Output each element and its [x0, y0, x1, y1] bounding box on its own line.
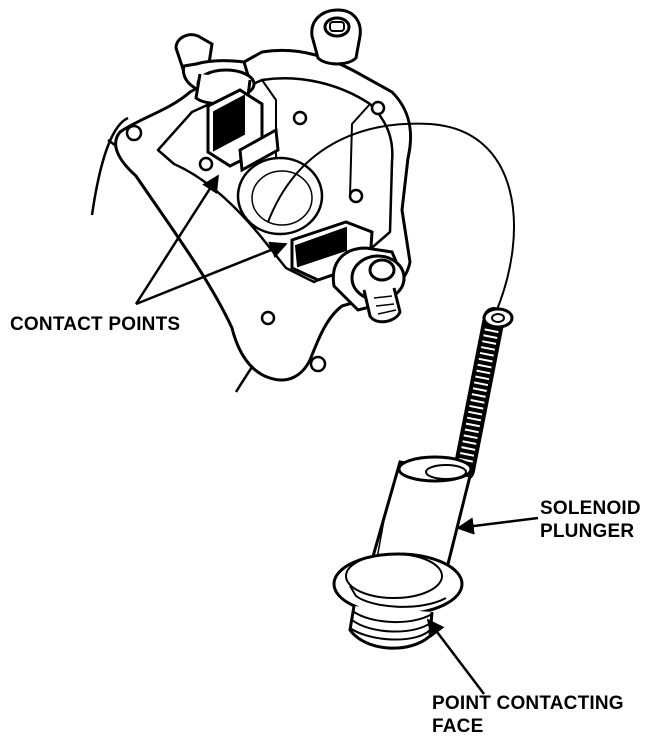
label-solenoid-line2: PLUNGER — [540, 521, 635, 542]
label-point-line1: POINT CONTACTING — [432, 693, 624, 714]
label-solenoid-line1: SOLENOID — [540, 498, 641, 519]
motor-terminal-stud — [331, 246, 406, 324]
top-terminal — [310, 8, 362, 66]
label-point-contacting-face: POINT CONTACTING FACE — [432, 692, 624, 738]
contact-point-upper — [206, 88, 280, 173]
curve-guide-line — [267, 122, 515, 313]
label-point-line2: FACE — [432, 716, 484, 737]
leader-point-face — [426, 618, 485, 695]
leader-solenoid-plunger — [456, 516, 539, 535]
mounting-holes — [125, 100, 386, 373]
leader-contact-upper — [134, 174, 220, 305]
label-contact-points-text: CONTACT POINTS — [10, 314, 181, 335]
leader-lines — [134, 174, 539, 695]
label-solenoid-plunger: SOLENOID PLUNGER — [540, 497, 641, 543]
label-contact-points: CONTACT POINTS — [10, 313, 180, 336]
solenoid-housing — [114, 48, 413, 382]
plunger-spring — [453, 307, 514, 481]
leader-contact-lower — [135, 241, 288, 306]
plunger-flange — [332, 552, 464, 616]
point-contacting-face — [348, 605, 434, 650]
